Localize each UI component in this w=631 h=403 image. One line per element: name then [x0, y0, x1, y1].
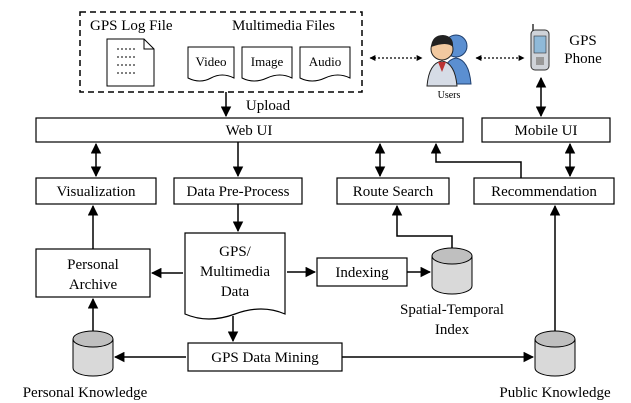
audio-label: Audio — [309, 54, 342, 69]
recommendation-box — [473, 177, 615, 205]
video-label: Video — [196, 54, 227, 69]
spatial-temporal-index-db-icon — [431, 247, 473, 295]
data-label-line3: Data — [221, 284, 250, 300]
gps-log-document-icon — [106, 38, 155, 87]
audio-file-icon: Audio — [299, 46, 351, 82]
video-file-icon: Video — [187, 46, 235, 82]
web-ui-label: Web UI — [226, 123, 273, 139]
personal-archive-line2: Archive — [69, 277, 118, 293]
users-icon — [426, 34, 472, 87]
data-label-line1: GPS/ — [219, 244, 252, 260]
image-label: Image — [251, 54, 284, 69]
gps-log-file-title: GPS Log File — [90, 18, 173, 34]
visualization-box — [35, 177, 157, 205]
image-file-icon: Image — [241, 46, 293, 82]
upload-label: Upload — [246, 98, 291, 114]
gps-data-mining-label: GPS Data Mining — [211, 350, 319, 366]
public-knowledge-db-icon — [534, 330, 576, 377]
mobile-ui-box — [481, 117, 611, 143]
index-routesearch-arrow — [391, 204, 453, 248]
data-label-line2: Multimedia — [200, 264, 270, 280]
public-knowledge-label: Public Knowledge — [499, 385, 611, 401]
gps-phone-label-line2: Phone — [564, 51, 602, 67]
users-label: Users — [438, 90, 461, 101]
personal-knowledge-db-icon — [72, 330, 114, 377]
spatial-temporal-index-line2: Index — [435, 322, 470, 338]
mobile-ui-label: Mobile UI — [515, 123, 578, 139]
route-search-label: Route Search — [353, 184, 434, 200]
personal-archive-line1: Personal — [67, 257, 119, 273]
data-preprocess-label: Data Pre-Process — [187, 184, 290, 200]
gps-phone-label-line1: GPS — [569, 33, 597, 49]
dashed-group-border — [79, 11, 363, 93]
recommendation-label: Recommendation — [491, 184, 597, 200]
recommendation-webui-arrow — [430, 142, 522, 178]
personal-knowledge-label: Personal Knowledge — [23, 385, 148, 401]
web-ui-box — [35, 117, 464, 143]
gps-data-mining-box — [187, 342, 343, 372]
indexing-box — [316, 257, 408, 287]
gps-multimedia-data-document — [184, 232, 286, 320]
personal-archive-box — [35, 248, 151, 298]
gps-phone-icon — [530, 24, 550, 71]
source-files-group: GPS Log File Multimedia Files Video Imag… — [79, 11, 363, 93]
spatial-temporal-index-line1: Spatial-Temporal — [400, 302, 504, 318]
route-search-box — [336, 177, 450, 205]
indexing-label: Indexing — [335, 265, 389, 281]
visualization-label: Visualization — [56, 184, 136, 200]
multimedia-files-title: Multimedia Files — [232, 18, 335, 34]
